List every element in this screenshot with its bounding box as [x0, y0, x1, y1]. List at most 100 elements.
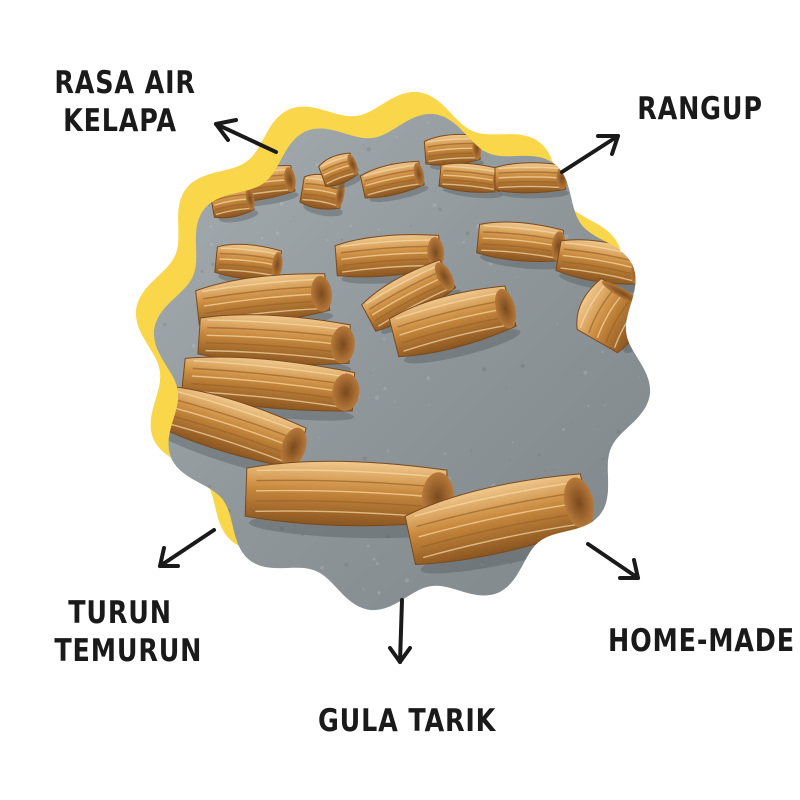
floor-speckle: [279, 201, 284, 206]
floor-speckle: [366, 544, 370, 548]
floor-speckle: [191, 344, 196, 348]
floor-speckle: [580, 570, 585, 575]
floor-speckle: [297, 580, 301, 584]
floor-speckle: [204, 486, 209, 491]
floor-speckle: [465, 231, 470, 236]
floor-speckle: [432, 203, 437, 208]
floor-speckle: [236, 610, 239, 611]
label-line: GULA TARIK: [318, 703, 497, 739]
floor-speckle: [320, 565, 324, 570]
label-turun-temurun: TURUN TEMURUN: [54, 594, 203, 670]
label-line: RASA AIR: [54, 65, 196, 101]
floor-speckle: [349, 224, 352, 228]
floor-speckle: [635, 277, 638, 281]
floor-speckle: [326, 239, 329, 242]
floor-speckle: [462, 241, 466, 244]
floor-speckle: [372, 557, 376, 561]
floor-speckle: [422, 623, 425, 626]
floor-speckle: [209, 242, 214, 246]
floor-speckle: [604, 404, 606, 407]
floor-speckle: [427, 121, 430, 124]
floor-speckle: [176, 224, 178, 227]
floor-speckle: [511, 441, 514, 444]
floor-speckle: [564, 234, 569, 239]
floor-speckle: [581, 125, 583, 127]
candy-piece: [494, 162, 569, 199]
floor-speckle: [257, 600, 260, 603]
floor-speckle: [280, 608, 283, 611]
floor-speckle: [211, 262, 215, 266]
label-line: TURUN: [68, 595, 172, 631]
floor-speckle: [375, 395, 380, 400]
floor-speckle: [643, 151, 648, 156]
floor-speckle: [488, 261, 493, 266]
floor-speckle: [394, 400, 396, 403]
floor-speckle: [516, 275, 518, 277]
floor-speckle: [163, 322, 167, 327]
floor-speckle: [587, 405, 590, 408]
floor-speckle: [520, 363, 526, 368]
floor-speckle: [148, 270, 151, 273]
floor-speckle: [609, 210, 615, 215]
floor-speckle: [638, 376, 640, 379]
floor-speckle: [519, 364, 522, 367]
floor-speckle: [640, 523, 645, 528]
floor-speckle: [395, 136, 398, 139]
arrow-top-left-icon: [214, 118, 278, 154]
floor-speckle: [275, 231, 280, 235]
floor-speckle: [562, 427, 565, 431]
floor-speckle: [482, 367, 487, 372]
floor-speckle: [207, 114, 212, 119]
floor-speckle: [602, 458, 605, 461]
floor-speckle: [485, 110, 488, 113]
floor-speckle: [556, 323, 559, 325]
floor-speckle: [153, 188, 155, 193]
floor-speckle: [654, 330, 658, 334]
floor-speckle: [200, 547, 205, 552]
floor-speckle: [612, 500, 614, 503]
floor-speckle: [377, 228, 380, 231]
floor-speckle: [426, 376, 431, 380]
floor-speckle: [301, 533, 304, 537]
label-home-made: HOME-MADE: [608, 622, 795, 660]
floor-speckle: [570, 201, 573, 204]
label-line: TEMURUN: [54, 633, 203, 669]
floor-speckle: [544, 469, 547, 472]
floor-speckle: [600, 601, 603, 605]
floor-speckle: [644, 257, 647, 260]
arrow-bottom-right-icon: [586, 542, 640, 580]
floor-speckle: [178, 166, 181, 168]
floor-speckle: [334, 587, 339, 592]
label-rasa-air-kelapa: RASA AIR KELAPA: [54, 64, 196, 140]
floor-speckle: [509, 562, 513, 565]
floor-speckle: [376, 611, 380, 615]
floor-speckle: [410, 225, 413, 227]
floor-speckle: [366, 147, 372, 152]
floor-speckle: [229, 133, 234, 139]
floor-speckle: [616, 430, 621, 434]
floor-speckle: [146, 237, 148, 239]
label-rangup: RANGUP: [634, 90, 765, 128]
floor-speckle: [362, 456, 367, 461]
floor-speckle: [575, 604, 579, 608]
floor-speckle: [482, 561, 485, 564]
floor-speckle: [553, 469, 555, 471]
floor-speckle: [382, 338, 386, 341]
floor-speckle: [179, 567, 181, 569]
floor-speckle: [479, 113, 481, 115]
floor-speckle: [315, 162, 319, 167]
floor-speckle: [264, 602, 267, 605]
floor-speckle: [597, 176, 599, 178]
floor-speckle: [491, 592, 493, 595]
floor-speckle: [197, 279, 200, 282]
floor-speckle: [649, 349, 651, 351]
floor-speckle: [642, 429, 645, 433]
floor-speckle: [260, 236, 264, 240]
floor-speckle: [139, 362, 142, 365]
floor-speckle: [508, 459, 511, 462]
label-line: HOME-MADE: [608, 623, 795, 659]
floor-speckle: [181, 184, 184, 186]
floor-speckle: [620, 555, 624, 560]
